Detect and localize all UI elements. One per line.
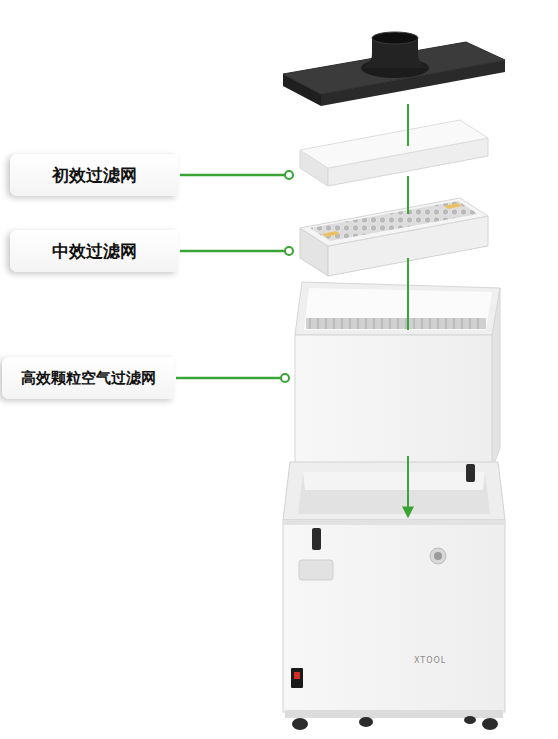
assembly-lines — [407, 104, 409, 516]
hepa-filter-box — [295, 282, 500, 470]
label-tab: 高效颗粒空气过滤网 — [2, 357, 174, 399]
cabinet — [283, 462, 505, 730]
cover-plate — [283, 32, 505, 106]
label-text: 初效过滤网 — [52, 164, 137, 187]
label-text: 高效颗粒空气过滤网 — [21, 369, 156, 388]
label-tab: 初效过滤网 — [10, 154, 178, 196]
label-text: 中效过滤网 — [52, 240, 137, 263]
primary-filter — [300, 120, 488, 186]
label-tab: 中效过滤网 — [10, 230, 178, 272]
brand-logo: XTOOL — [414, 656, 446, 665]
medium-filter — [300, 198, 488, 276]
leader-lines — [176, 171, 293, 382]
